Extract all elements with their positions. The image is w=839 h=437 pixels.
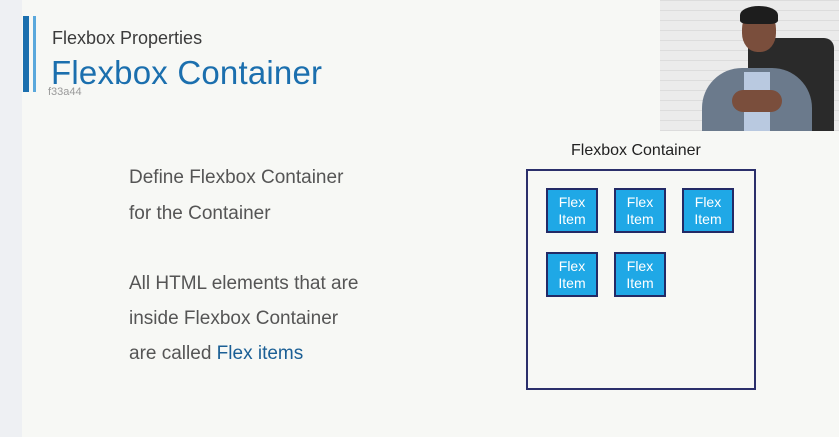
flex-item-line1: Flex xyxy=(626,257,654,274)
accent-bar-light xyxy=(33,16,36,92)
flex-item: Flex Item xyxy=(614,252,666,297)
flex-items-highlight: Flex items xyxy=(216,343,304,364)
flex-item-line1: Flex xyxy=(558,193,586,210)
slide-code-tag: f33a44 xyxy=(48,86,82,98)
slide-title: Flexbox Container xyxy=(51,54,323,91)
flex-item: Flex Item xyxy=(546,188,598,233)
body-line: for the Container xyxy=(129,203,271,224)
flex-item-line2: Item xyxy=(558,210,586,227)
flex-item: Flex Item xyxy=(682,188,734,233)
body-line: All HTML elements that are xyxy=(129,273,359,294)
flex-item: Flex Item xyxy=(546,252,598,297)
flex-item-line1: Flex xyxy=(558,257,586,274)
diagram-label: Flexbox Container xyxy=(571,142,701,159)
flex-item-line1: Flex xyxy=(694,193,722,210)
flex-item-line1: Flex xyxy=(626,193,654,210)
flex-item-line2: Item xyxy=(626,274,654,291)
flex-item-line2: Item xyxy=(626,210,654,227)
body-line-prefix: are called xyxy=(129,343,217,364)
flex-item-line2: Item xyxy=(694,210,722,227)
body-line-last: are called Flex items xyxy=(129,343,303,365)
body-line: inside Flexbox Container xyxy=(129,308,339,329)
presenter-video xyxy=(660,0,839,131)
accent-bar xyxy=(23,16,29,92)
body-line: Define Flexbox Container xyxy=(129,167,344,188)
flex-item: Flex Item xyxy=(614,188,666,233)
presenter-hair xyxy=(740,6,778,24)
slide-subtitle: Flexbox Properties xyxy=(52,28,203,48)
presenter-hands xyxy=(732,90,782,112)
flex-item-line2: Item xyxy=(558,274,586,291)
left-margin-strip xyxy=(0,0,22,437)
